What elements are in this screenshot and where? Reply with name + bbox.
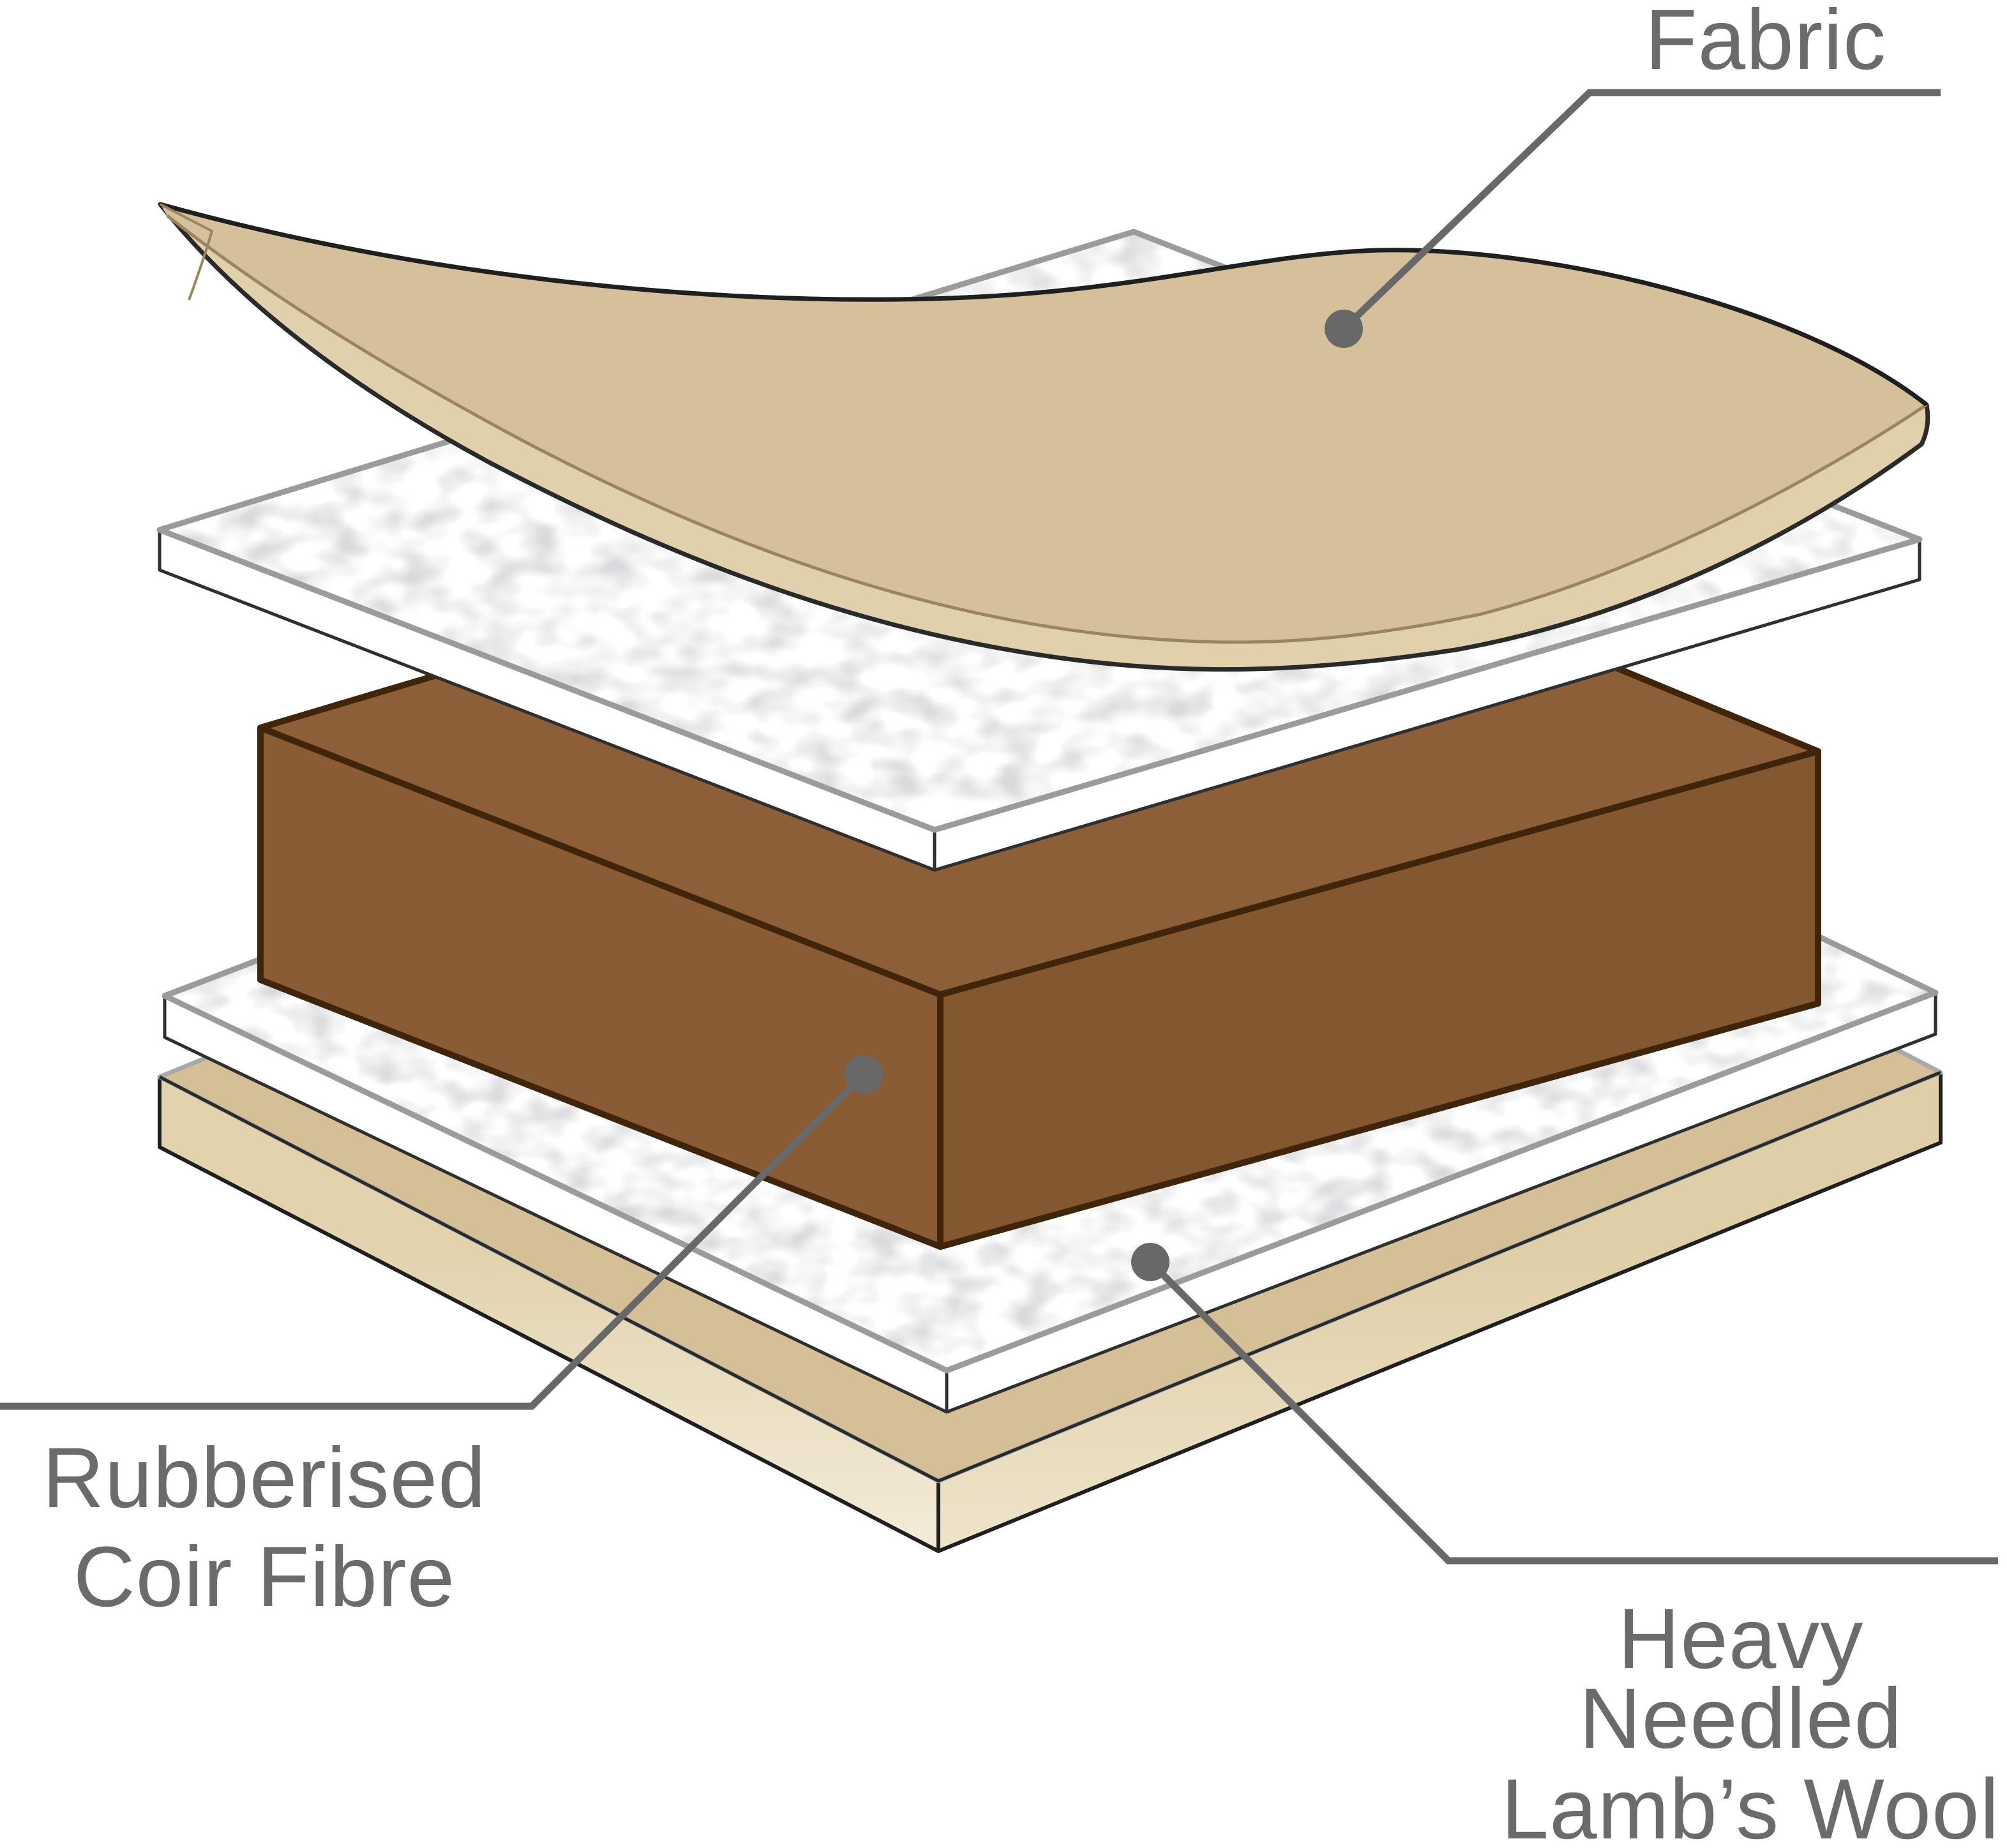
lambs-wool-label-line3: Lamb’s Wool — [1501, 1762, 2000, 1848]
fabric-top-face — [160, 204, 1927, 643]
coir-dot — [845, 1055, 883, 1093]
lambs-wool-label-line2: Needled — [1579, 1671, 1902, 1766]
coir-label-line1: Rubberised — [42, 1431, 486, 1526]
coir-label-line2: Coir Fibre — [73, 1529, 455, 1625]
lambs-wool-leader — [1131, 1243, 1998, 1565]
fabric-corner-facet-line — [160, 203, 214, 301]
fabric-leader — [1325, 89, 1941, 348]
layer-fabric-sheet — [158, 202, 1930, 672]
fabric-label: Fabric — [1645, 0, 1886, 87]
fabric-dot — [1325, 310, 1363, 348]
coir-leader — [0, 1055, 883, 1410]
lambs-wool-label-line1: Heavy — [1618, 1591, 1864, 1686]
fabric-back-edge — [160, 202, 1928, 407]
fabric-crease-line — [166, 214, 1928, 644]
lambs-wool-leader-line — [1148, 1259, 1998, 1565]
base-front-edge-line — [158, 1070, 1941, 1483]
fabric-leader-line — [1341, 89, 1941, 331]
coir-leader-line — [0, 1072, 866, 1410]
lambs-wool-dot — [1131, 1243, 1169, 1281]
